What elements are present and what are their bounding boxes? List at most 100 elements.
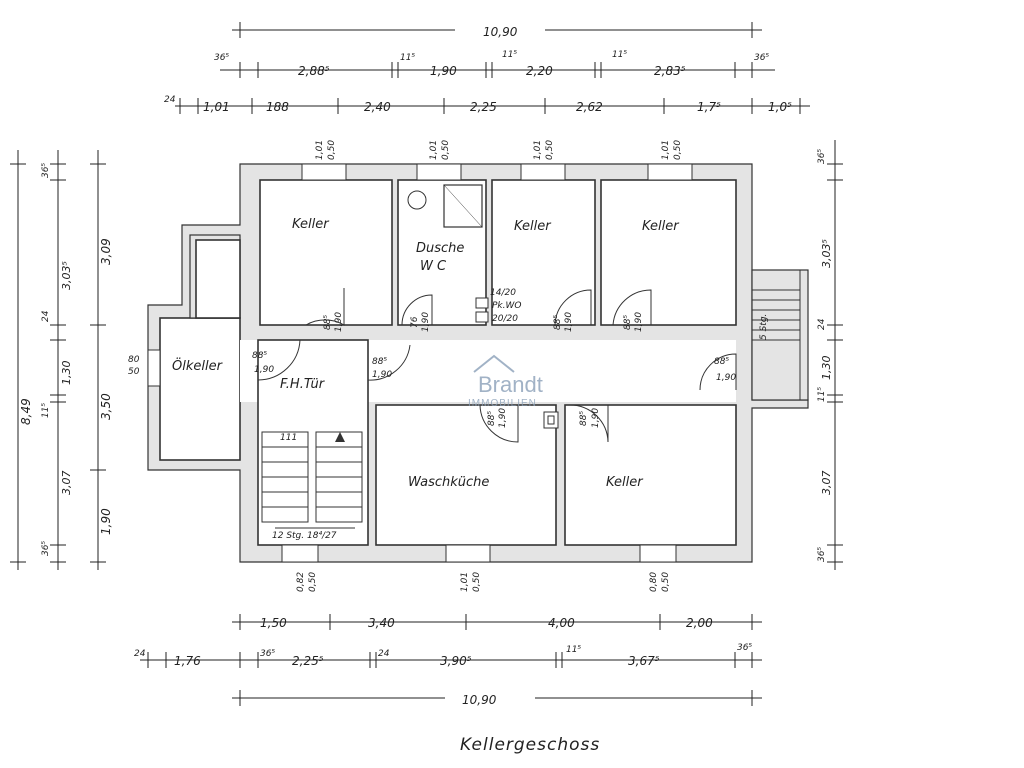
left-a-2: 1,90	[99, 508, 113, 535]
win-bot-1-w: 1,01	[460, 572, 470, 592]
left-b-4: 11⁵	[41, 403, 51, 418]
door-9-h: 1,90	[591, 408, 601, 428]
win-top-0-w: 1,01	[315, 140, 325, 160]
top-r2-5: 2,62	[576, 100, 603, 114]
bot-r2-2: 36⁵	[260, 649, 275, 659]
door-3-w: 88⁵	[553, 315, 563, 330]
door-7-w: 88⁵	[372, 357, 387, 367]
win-oel-h: 50	[128, 367, 140, 377]
left-b-3: 1,30	[60, 361, 73, 386]
room-waschkueche	[375, 404, 557, 546]
left-b-2: 24	[41, 310, 51, 322]
win-top-3-w: 1,01	[661, 140, 671, 160]
win-top-0-h: 0,50	[327, 140, 337, 160]
bot-r2-6: 11⁵	[566, 645, 581, 655]
top-r2-0: 24	[164, 95, 176, 105]
win-top-1-h: 0,50	[441, 140, 451, 160]
win-top-1-w: 1,01	[429, 140, 439, 160]
win-top-3-h: 0,50	[673, 140, 683, 160]
door-6-w: 88⁵	[252, 351, 267, 361]
building: 5 Stg.	[147, 163, 809, 563]
door-1-w: 88⁵	[323, 315, 333, 330]
win-top-2-h: 0,50	[545, 140, 555, 160]
win-bot-0-w: 0,82	[296, 572, 306, 592]
left-dimensions: 8,49 3,09 3,50 1,90 36⁵ 3,03⁵ 24 1,30 11…	[10, 150, 113, 570]
label-stair-arrow: 111	[280, 433, 297, 443]
right-1: 3,03⁵	[820, 239, 833, 268]
top-r2-2: 188	[266, 100, 289, 114]
left-b-1: 3,03⁵	[60, 261, 73, 290]
door-6-h: 1,90	[254, 365, 274, 375]
room-keller-1	[259, 179, 393, 326]
room-oelkeller	[159, 317, 241, 461]
win-bot-0-h: 0,50	[308, 572, 318, 592]
top-r1-5: 2,20	[526, 64, 553, 78]
label-pkwo-bot: 20/20	[492, 314, 518, 324]
left-b-5: 3,07	[60, 471, 73, 496]
win-bot-1-h: 0,50	[472, 572, 482, 592]
label-pkwo-top: 14/20	[490, 288, 516, 298]
top-r1-4: 11⁵	[502, 50, 517, 60]
door-2-w: 76	[410, 316, 420, 328]
bot-r2-1: 1,76	[174, 654, 201, 668]
win-oel-w: 80	[128, 355, 140, 365]
label-pkwo: Pk.WO	[492, 301, 521, 311]
win-top-2-w: 1,01	[533, 140, 543, 160]
label-keller-1: Keller	[292, 217, 330, 232]
top-r2-3: 2,40	[364, 100, 391, 114]
right-5: 3,07	[820, 471, 833, 496]
bot-r2-3: 2,25⁵	[292, 654, 324, 668]
win-bot-2-w: 0,80	[649, 572, 659, 592]
left-a-1: 3,50	[99, 393, 113, 420]
window-labels: 1,01 0,50 1,01 0,50 1,01 0,50 1,01 0,50 …	[128, 140, 683, 592]
right-3: 1,30	[820, 356, 833, 381]
top-overall-dim: 10,90	[483, 25, 518, 39]
bot-r1-2: 4,00	[548, 616, 575, 630]
door-labels: 88⁵ 1,90 76 1,90 88⁵ 1,90 88⁵ 1,90 88⁵ 1…	[252, 312, 736, 428]
bot-r1-1: 3,40	[368, 616, 395, 630]
label-waschkueche: Waschküche	[408, 475, 489, 490]
bot-r2-4: 24	[378, 649, 390, 659]
top-r1-2: 11⁵	[400, 53, 415, 63]
top-r2-4: 2,25	[470, 100, 497, 114]
left-a-0: 3,09	[99, 238, 113, 265]
left-b-6: 36⁵	[41, 541, 51, 556]
top-dimensions: 10,90 36⁵ 2,88⁵ 11⁵ 1,90 11⁵ 2,20 11⁵ 2,…	[164, 20, 810, 114]
top-r1-1: 2,88⁵	[298, 64, 330, 78]
top-r2-1: 1,01	[203, 100, 230, 114]
watermark-brand: Brandt	[478, 372, 543, 397]
right-2: 24	[817, 318, 827, 330]
door-5-h: 1,90	[716, 373, 736, 383]
door-9-w: 88⁵	[579, 411, 589, 426]
bot-r1-0: 1,50	[260, 616, 287, 630]
top-r2-6: 1,7⁵	[697, 100, 721, 114]
outside-stair-label: 5 Stg.	[759, 314, 769, 340]
room-keller-2	[491, 179, 596, 326]
label-keller-3: Keller	[642, 219, 680, 234]
left-overall-dim: 8,49	[19, 398, 33, 425]
room-labels: Keller Keller Keller Keller Dusche W C Ö…	[172, 217, 680, 541]
top-r1-8: 36⁵	[754, 53, 769, 63]
door-8-w: 88⁵	[487, 411, 497, 426]
top-r1-7: 2,83⁵	[654, 64, 686, 78]
door-4-h: 1,90	[634, 312, 644, 332]
label-oelkeller: Ölkeller	[172, 357, 224, 374]
plan-title: Kellergeschoss	[460, 735, 600, 755]
bot-r2-8: 36⁵	[737, 643, 752, 653]
outside-stair	[751, 269, 809, 401]
label-keller-4: Keller	[606, 475, 644, 490]
top-r1-6: 11⁵	[612, 50, 627, 60]
right-4: 11⁵	[817, 387, 827, 402]
door-8-h: 1,90	[498, 408, 508, 428]
door-4-w: 88⁵	[623, 315, 633, 330]
watermark-sub: IMMOBILIEN	[468, 398, 537, 409]
left-b-0: 36⁵	[41, 163, 51, 178]
bot-overall-dim: 10,90	[462, 693, 497, 707]
brand-watermark: Brandt IMMOBILIEN	[468, 354, 543, 409]
door-3-h: 1,90	[564, 312, 574, 332]
label-stair: 12 Stg. 18⁴/27	[272, 531, 337, 541]
label-dusche: Dusche	[416, 241, 464, 256]
bot-r2-0: 24	[134, 649, 146, 659]
door-1-h: 1,90	[334, 312, 344, 332]
top-r1-3: 1,90	[430, 64, 457, 78]
